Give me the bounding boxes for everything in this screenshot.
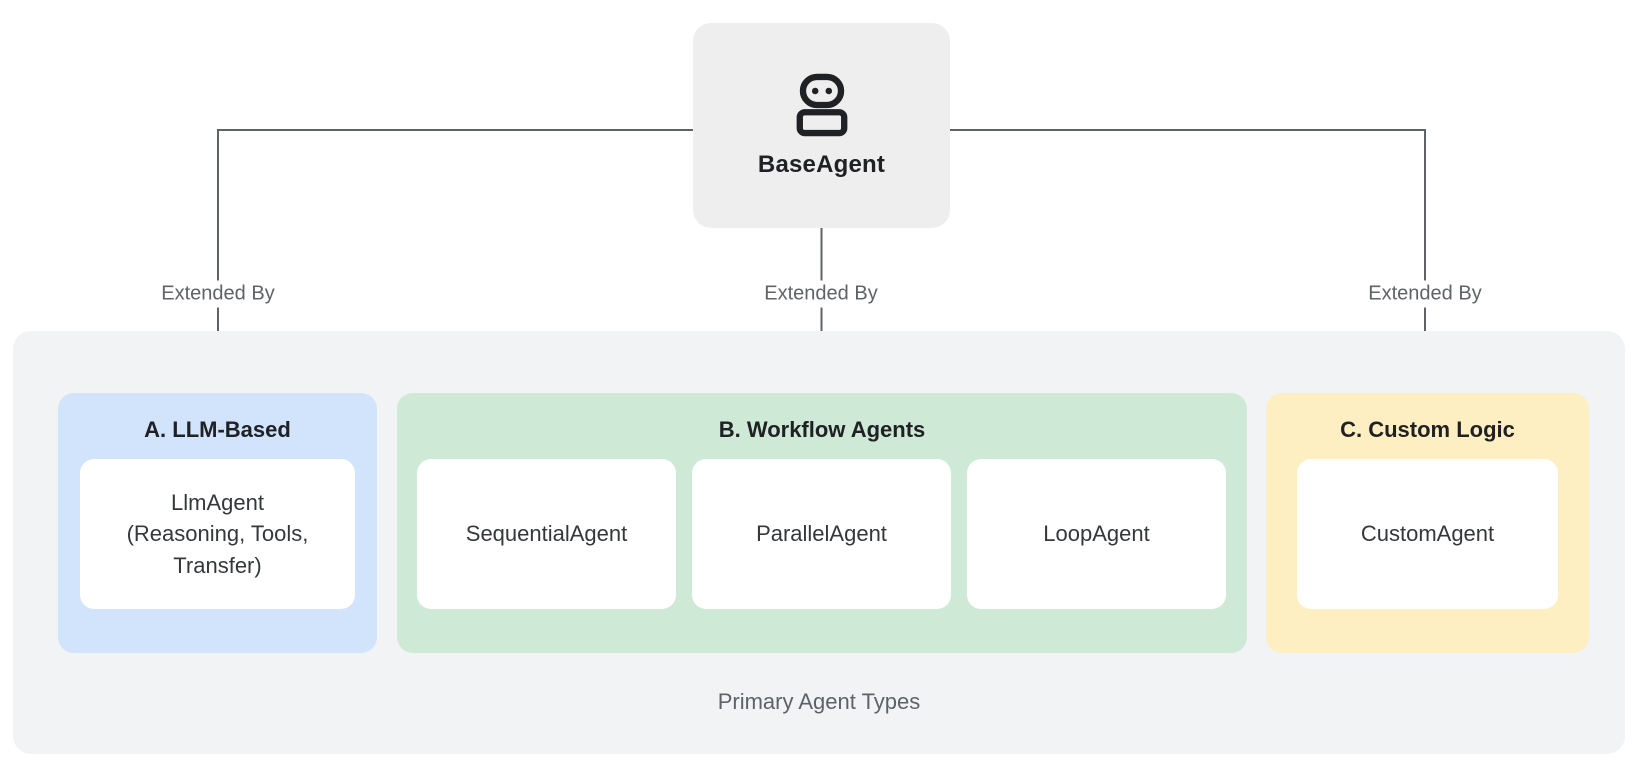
group-llm-based-title: A. LLM-Based	[144, 417, 291, 442]
group-workflow-agents: B. Workflow Agents SequentialAgent Paral…	[397, 393, 1247, 653]
base-agent-node: BaseAgent	[693, 23, 950, 228]
llm-agent-card: LlmAgent (Reasoning, Tools, Transfer)	[80, 459, 355, 609]
sequential-agent-card: SequentialAgent	[417, 459, 676, 609]
edge-label-extended-by-center: Extended By	[756, 280, 886, 308]
group-custom-logic-title: C. Custom Logic	[1340, 417, 1515, 442]
edge-label-extended-by-left: Extended By	[153, 280, 283, 308]
group-llm-based: A. LLM-Based LlmAgent (Reasoning, Tools,…	[58, 393, 377, 653]
group-custom-logic: C. Custom Logic CustomAgent	[1266, 393, 1589, 653]
custom-agent-card: CustomAgent	[1297, 459, 1558, 609]
parallel-agent-card: ParallelAgent	[692, 459, 951, 609]
loop-agent-card: LoopAgent	[967, 459, 1226, 609]
primary-agent-types-container: A. LLM-Based LlmAgent (Reasoning, Tools,…	[13, 331, 1625, 754]
robot-icon	[793, 73, 851, 137]
container-caption: Primary Agent Types	[717, 689, 921, 714]
base-agent-label: BaseAgent	[757, 150, 886, 178]
edge-label-extended-by-right: Extended By	[1360, 280, 1490, 308]
group-workflow-agents-title: B. Workflow Agents	[718, 417, 926, 442]
